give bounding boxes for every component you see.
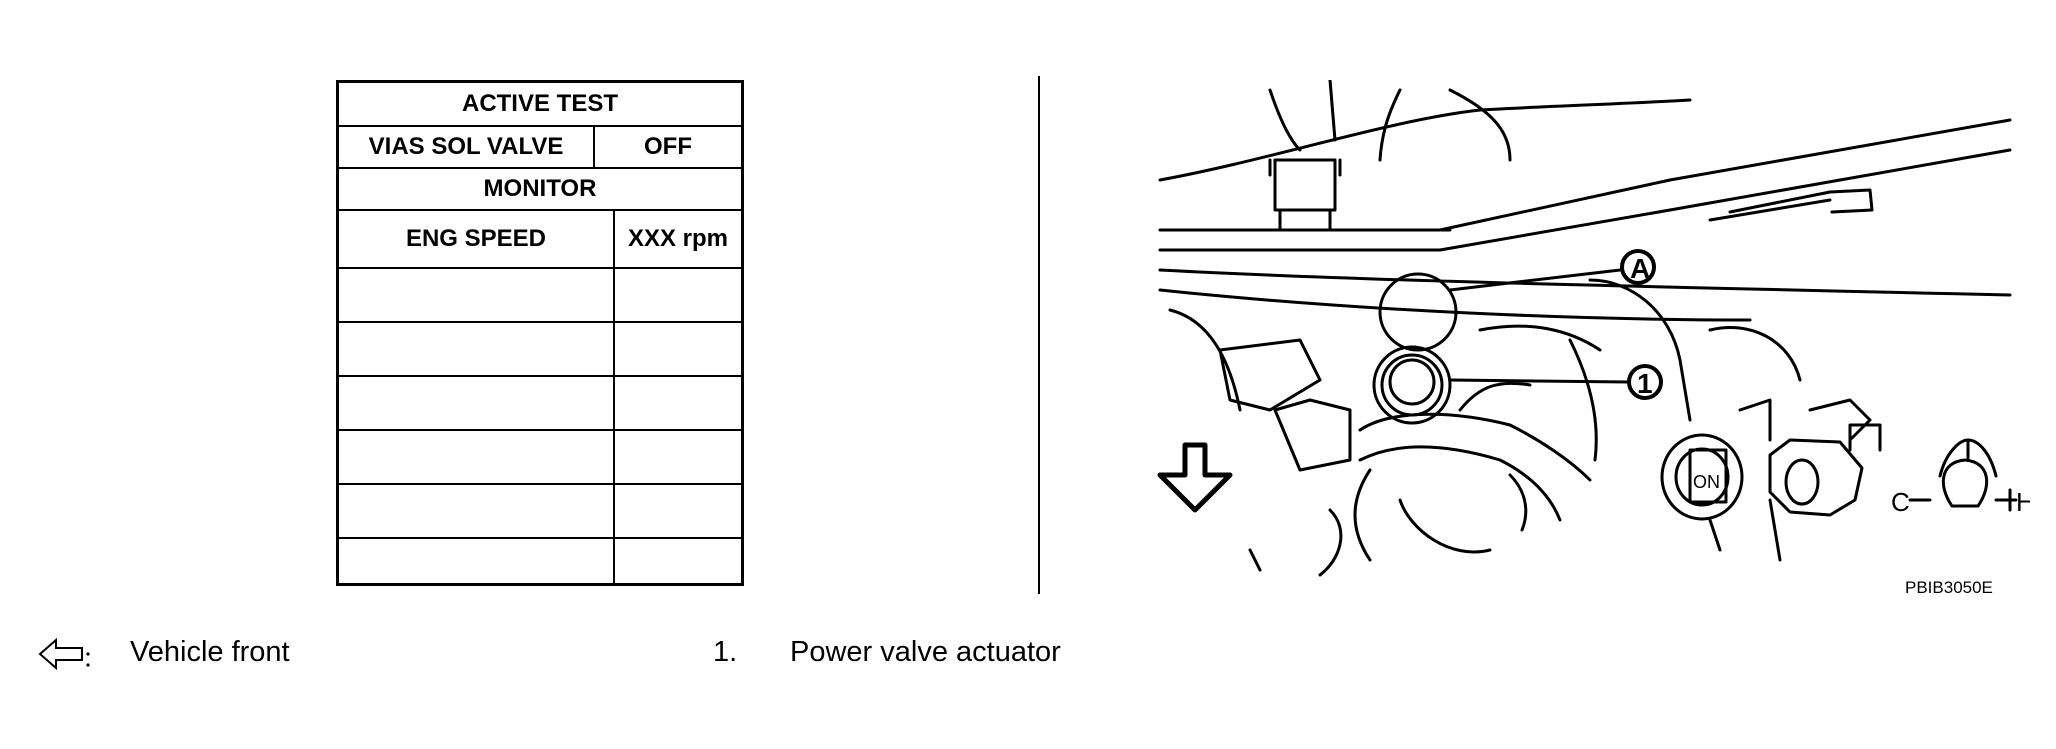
monitor-label: MONITOR: [483, 175, 597, 202]
callout-a: A: [1630, 253, 1650, 284]
table-row: [339, 431, 741, 485]
switch-on-label: ON: [1693, 472, 1720, 492]
callout-1: 1: [1637, 368, 1653, 399]
monitor-item-value: XXX rpm: [627, 225, 729, 252]
table-row: [339, 377, 741, 431]
engine-illustration: A 1 ON C H: [1157, 80, 2030, 577]
gauge-cold-label: C: [1891, 487, 1910, 517]
table-header-row: ACTIVE TEST: [339, 83, 741, 127]
active-test-table: ACTIVE TEST VIAS SOL VALVE OFF MONITOR E…: [336, 80, 744, 586]
monitor-item-label: ENG SPEED: [405, 225, 547, 252]
test-item-label: VIAS SOL VALVE: [368, 133, 564, 160]
table-header: ACTIVE TEST: [461, 90, 618, 117]
table-row: [339, 323, 741, 377]
test-item-row: VIAS SOL VALVE OFF: [339, 127, 741, 169]
table-row: [339, 485, 741, 539]
arrow-left-icon: [38, 638, 90, 670]
monitor-item-row: ENG SPEED XXX rpm: [339, 211, 741, 269]
test-item-value: OFF: [644, 133, 692, 160]
table-row: [339, 539, 741, 583]
panel-divider: [1038, 76, 1040, 594]
legend-power-valve-actuator: Power valve actuator: [790, 636, 1061, 668]
legend-vehicle-front: Vehicle front: [130, 636, 290, 668]
monitor-row: MONITOR: [339, 169, 741, 211]
figure-code: PBIB3050E: [1905, 578, 1993, 597]
legend-number-1: 1.: [713, 636, 738, 668]
table-row: [339, 269, 741, 323]
gauge-hot-label: H: [2016, 487, 2030, 517]
